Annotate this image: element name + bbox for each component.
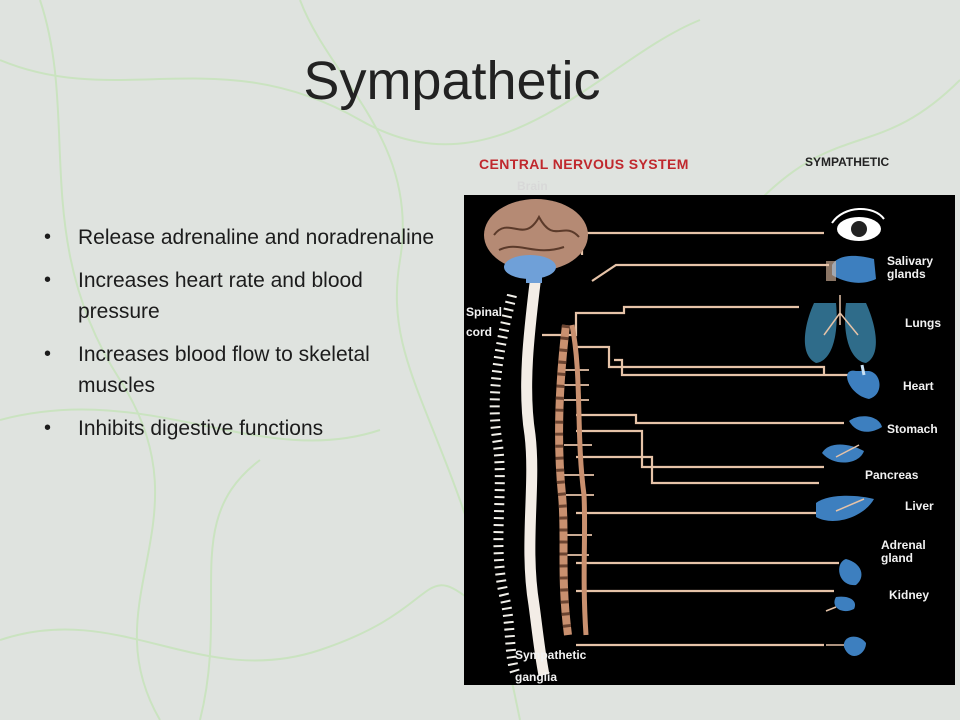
sympathetic-diagram — [464, 195, 955, 685]
adrenal-gland-label: Adrenal gland — [881, 538, 926, 565]
central-nervous-system-heading: CENTRAL NERVOUS SYSTEM — [479, 156, 689, 172]
pancreas-label: Pancreas — [865, 468, 919, 482]
bullet-item: Increases heart rate and blood pressure — [44, 265, 444, 327]
liver-label: Liver — [905, 499, 934, 513]
bullet-list: Release adrenaline and noradrenaline Inc… — [44, 222, 444, 456]
adrenal-gland-icon — [839, 559, 862, 586]
spinal-cord-label: Spinal cord — [466, 305, 503, 339]
lungs-label: Lungs — [905, 316, 941, 330]
lungs-icon — [804, 295, 876, 363]
bullet-item: Increases blood flow to skeletal muscles — [44, 339, 444, 401]
heart-label: Heart — [903, 379, 934, 393]
kidney-icon — [825, 596, 856, 612]
bullet-item: Inhibits digestive functions — [44, 413, 444, 444]
sympathetic-chain-right — [569, 324, 589, 636]
heart-icon — [847, 364, 880, 399]
slide-title: Sympathetic — [303, 51, 601, 111]
bullet-item: Release adrenaline and noradrenaline — [44, 222, 444, 253]
brain — [484, 199, 588, 283]
brain-label: Brain — [517, 179, 548, 193]
bladder-icon — [826, 636, 866, 656]
pancreas-icon — [822, 444, 864, 463]
stomach-icon — [849, 416, 882, 432]
vertebral-column — [489, 293, 521, 677]
eye-icon — [831, 207, 885, 241]
salivary-glands-label: Salivary glands — [887, 254, 934, 281]
sympathetic-ganglia-label: Sympathetic ganglia — [515, 648, 587, 684]
salivary-glands-icon — [826, 255, 876, 283]
spinal-cord — [521, 274, 550, 677]
liver-icon — [816, 495, 874, 521]
kidney-label: Kidney — [889, 588, 930, 602]
sympathetic-heading: SYMPATHETIC — [805, 155, 890, 169]
ganglia-beads — [555, 324, 572, 636]
stomach-label: Stomach — [887, 422, 938, 436]
